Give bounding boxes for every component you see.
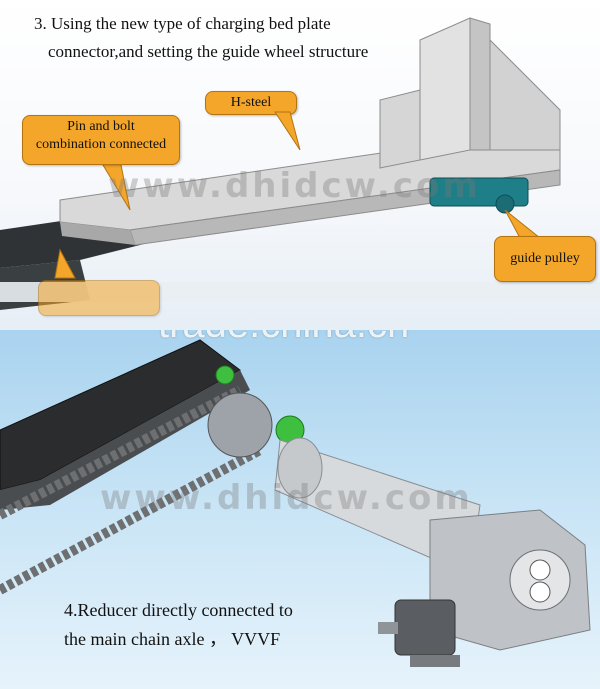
bottom-caption-line-1: 4.Reducer directly connected to — [64, 600, 293, 620]
partial-callout — [38, 280, 160, 316]
site-watermark-bottom: www.dhidcw.com — [100, 478, 473, 518]
caption-line-1: 3. Using the new type of charging bed pl… — [34, 14, 331, 33]
guide-pulley-label: guide pulley — [510, 251, 580, 266]
bottom-caption-line-2: the main chain axle ， VVVF — [64, 629, 281, 649]
pin-bolt-callout: Pin and bolt combination connected — [22, 115, 180, 165]
pin-bolt-label-2: combination connected — [35, 137, 167, 152]
trade-watermark: trade.china.cn — [158, 330, 409, 347]
top-panel: 3. Using the new type of charging bed pl… — [0, 0, 600, 330]
caption-line-2: connector,and setting the guide wheel st… — [48, 42, 369, 61]
guide-pulley-callout: guide pulley — [494, 236, 596, 282]
h-steel-callout: H-steel — [205, 91, 297, 115]
sprocket — [207, 392, 273, 458]
chain-upper — [0, 385, 243, 520]
chain-lower — [0, 445, 263, 595]
bottom-panel: trade.china.cn www.dhidcw.com 4.Reducer … — [0, 330, 600, 689]
charging-bed-illustration — [0, 17, 600, 310]
motor — [394, 599, 456, 656]
pin-bolt-label-1: Pin and bolt — [67, 119, 135, 134]
reducer-illustration — [0, 339, 591, 667]
h-steel-label: H-steel — [230, 95, 272, 110]
site-watermark-top: www.dhidcw.com — [108, 166, 481, 206]
